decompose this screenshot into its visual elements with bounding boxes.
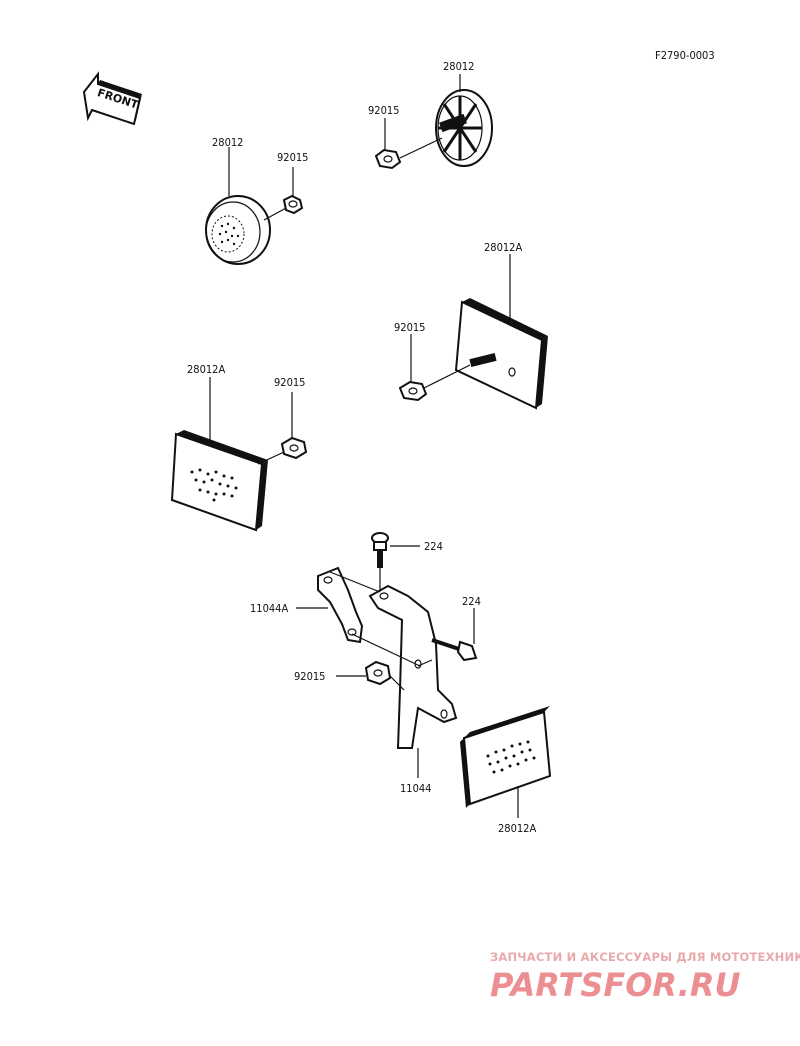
callout-28012A-bottom: 28012A [498,822,536,835]
callout-28012-right: 28012 [443,60,474,73]
callout-92015-mid-left: 92015 [274,376,305,389]
watermark-tagline: ЗАПЧАСТИ И АКСЕССУАРЫ ДЛЯ МОТОТЕХНИКИ [490,950,800,964]
rect-reflector-bottom [460,706,552,808]
round-reflector-left [205,195,271,265]
nut-bottom [364,660,392,686]
bracket-small [317,566,364,644]
callout-92015-right-top: 92015 [368,104,399,117]
callout-28012A-upper: 28012A [484,241,522,254]
watermark-logo: ЗАПЧАСТИ И АКСЕССУАРЫ ДЛЯ МОТОТЕХНИКИ PA… [490,950,800,1004]
round-reflector-right [435,89,493,167]
callout-28012A-left: 28012A [187,363,225,376]
callout-28012-left: 28012 [212,136,243,149]
callout-92015-bottom: 92015 [294,670,325,683]
nut-mid-right [398,380,428,402]
rect-reflector-upper [454,298,548,410]
nut-right-top [374,148,402,170]
front-arrow-icon: FRONT [82,71,142,126]
callout-224-top: 224 [424,540,443,553]
bracket-main [329,571,458,749]
watermark-brand: PARTSFOR.RU [490,966,740,1004]
bolt-top [371,532,389,568]
nut-mid-left [280,436,308,460]
callout-224-right: 224 [462,595,481,608]
callout-92015-mid-right: 92015 [394,321,425,334]
nut-left-top [282,194,304,215]
figure-code: F2790-0003 [655,49,715,62]
rect-reflector-left [170,430,268,532]
callout-92015-left-top: 92015 [277,151,308,164]
callout-11044: 11044 [400,782,431,795]
callout-11044A: 11044A [250,602,288,615]
bolt-right [431,638,478,662]
